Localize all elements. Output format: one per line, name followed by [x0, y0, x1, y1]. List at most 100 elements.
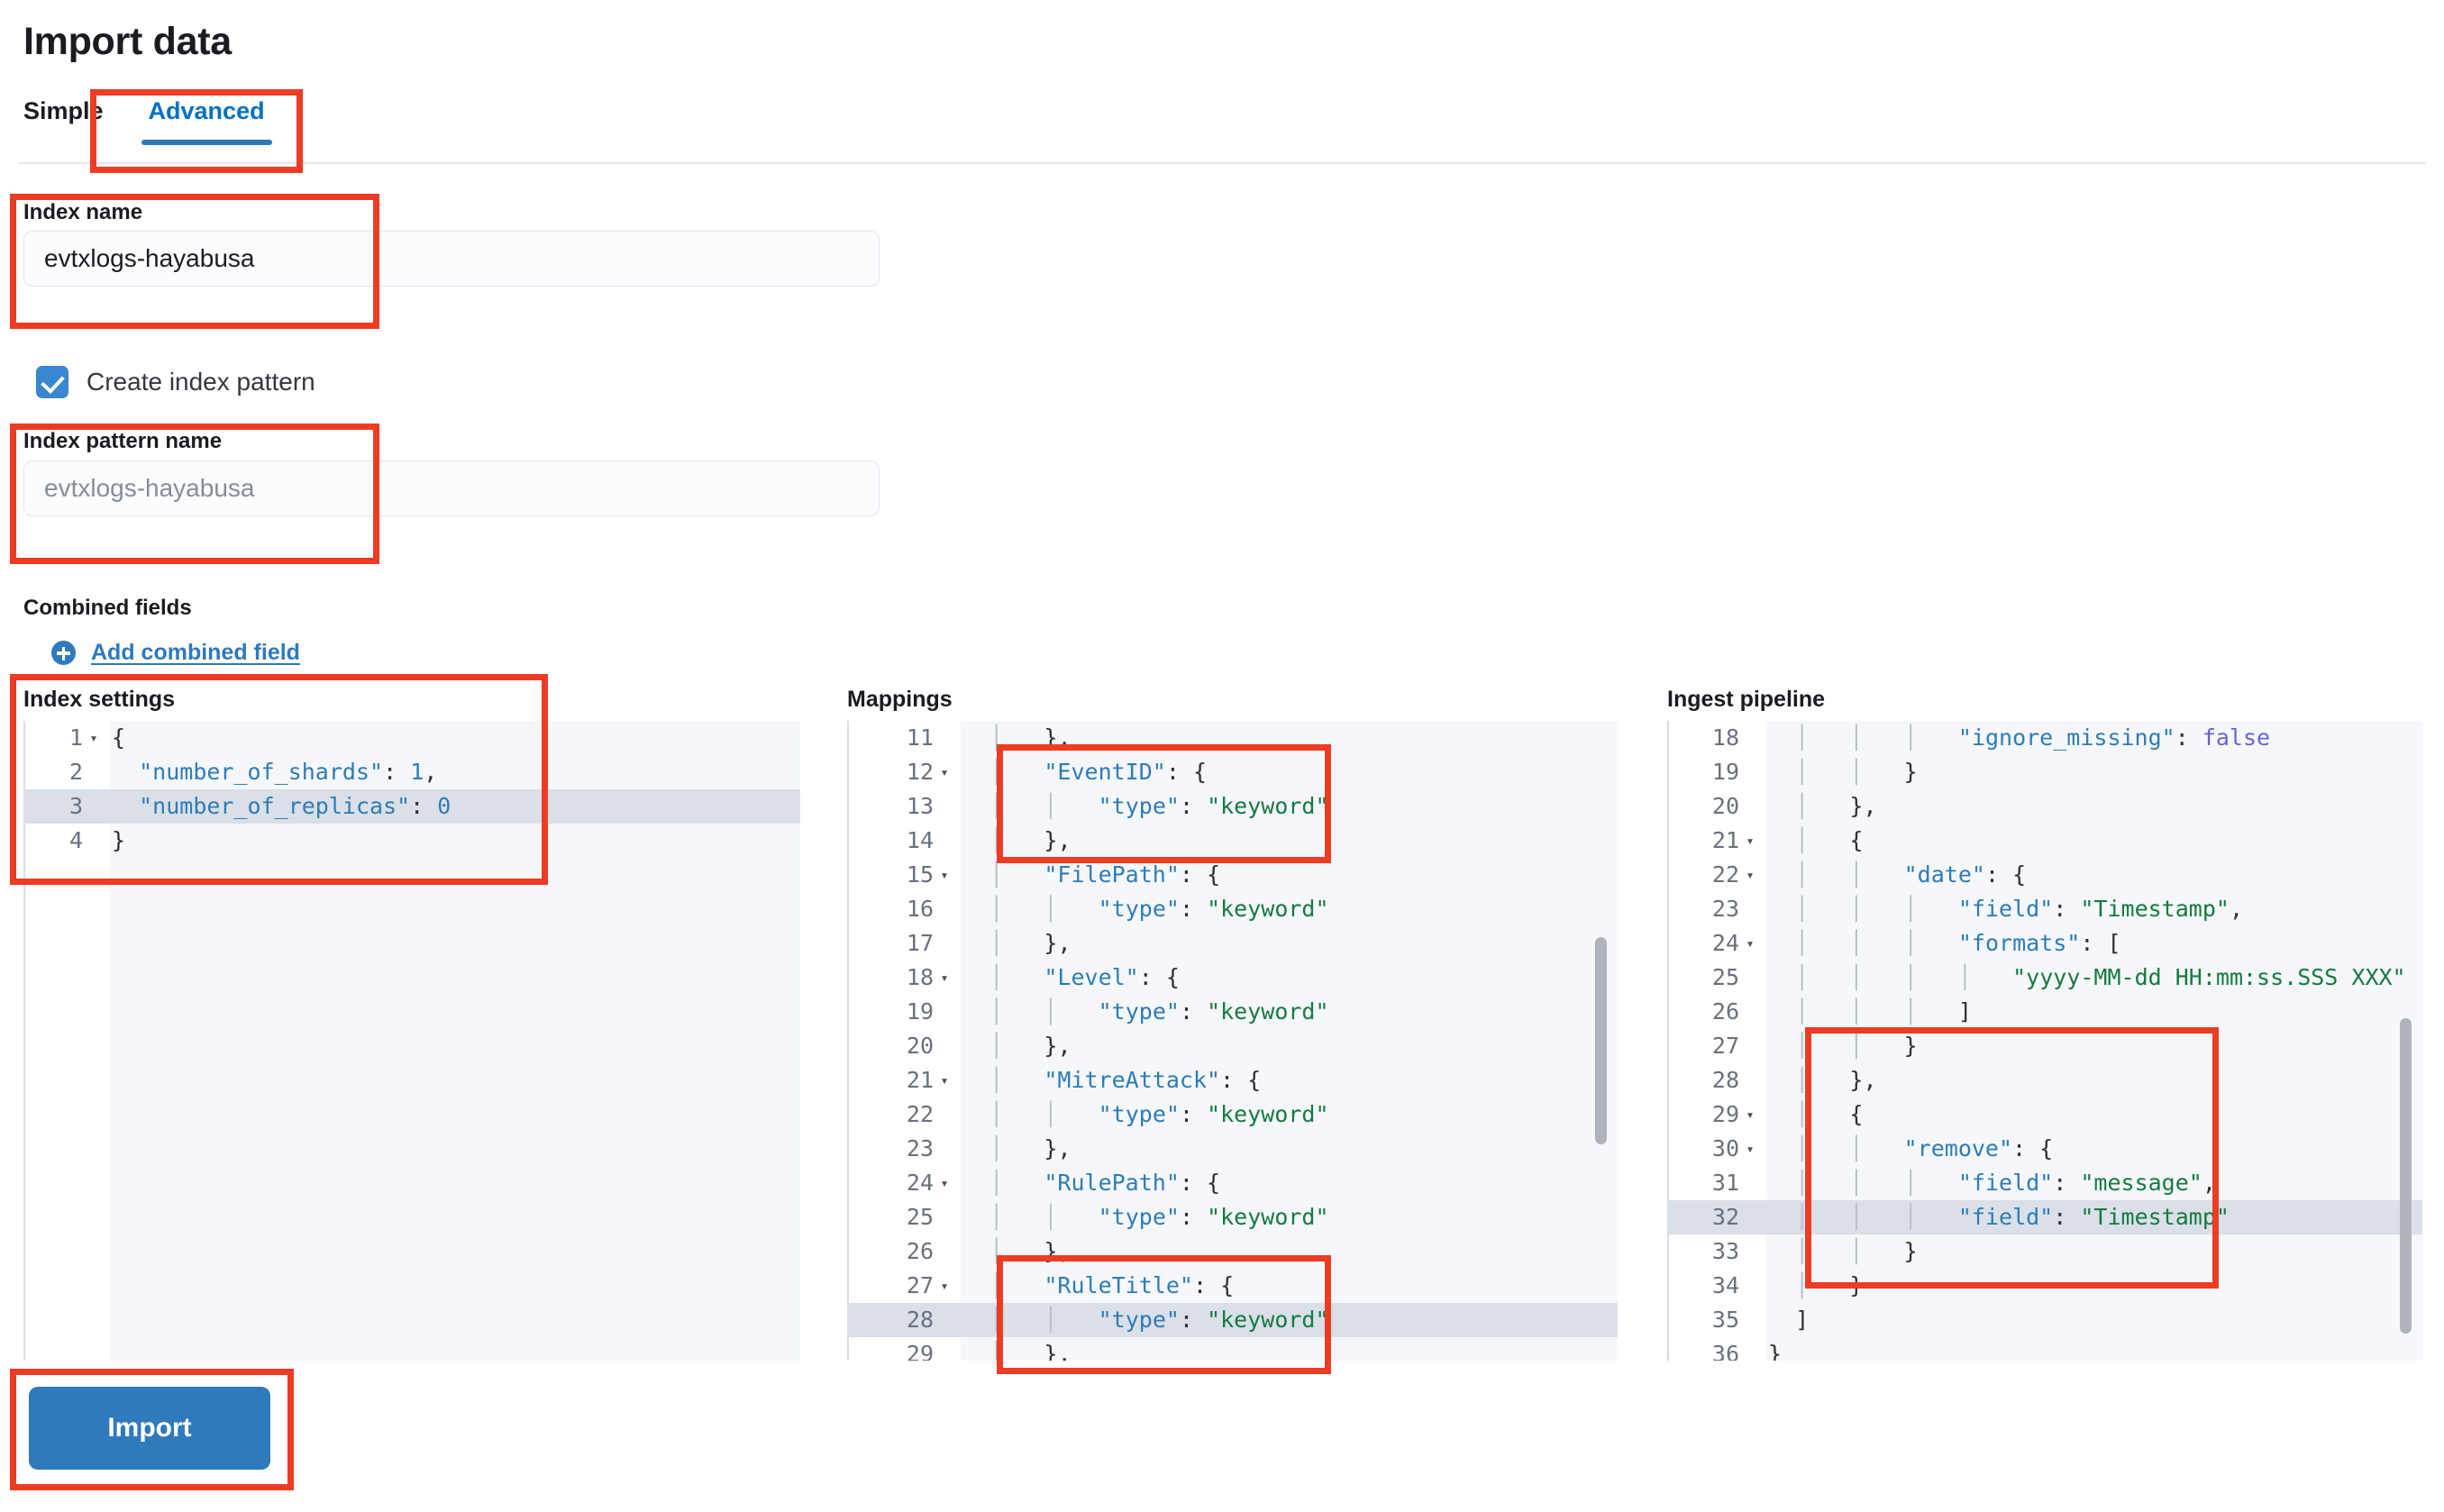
- code-line[interactable]: 14 │ },: [847, 824, 1618, 858]
- tab-divider: [18, 162, 2426, 164]
- code-line[interactable]: 15▾ │ "FilePath": {: [847, 858, 1618, 892]
- code-text: │ │ "remove": {: [1795, 1135, 2054, 1161]
- code-line[interactable]: 24▾ │ │ │ "formats": [: [1667, 926, 2422, 961]
- code-line[interactable]: 11 │ },: [847, 721, 1618, 755]
- code-line[interactable]: 25 │ │ │ │ "yyyy-MM-dd HH:mm:ss.SSS XXX": [1667, 961, 2422, 995]
- line-number: 16: [906, 896, 934, 922]
- code-line[interactable]: 26 │ },: [847, 1234, 1618, 1269]
- line-number: 25: [906, 1204, 934, 1230]
- code-line[interactable]: 18▾ │ "Level": {: [847, 961, 1618, 995]
- index-pattern-name-input[interactable]: evtxlogs-hayabusa: [23, 460, 880, 516]
- code-line[interactable]: 34 │ }: [1667, 1269, 2422, 1303]
- line-number: 32: [1711, 1204, 1739, 1230]
- code-line[interactable]: 31 │ │ │ "field": "message",: [1667, 1166, 2422, 1200]
- fold-toggle-icon[interactable]: ▾: [940, 1175, 949, 1191]
- editor-scrollbar[interactable]: [1595, 937, 1607, 1144]
- fold-toggle-icon[interactable]: ▾: [940, 1072, 949, 1088]
- index-pattern-name-label: Index pattern name: [23, 429, 223, 453]
- line-number: 34: [1711, 1272, 1739, 1298]
- line-number: 22: [1711, 861, 1739, 888]
- code-text: │ │ }: [1795, 1238, 1918, 1264]
- code-text: "number_of_shards": 1,: [139, 759, 438, 785]
- code-text: │ "Level": {: [989, 964, 1180, 990]
- code-line[interactable]: 22 │ │ "type": "keyword": [847, 1098, 1618, 1132]
- code-line[interactable]: 13 │ │ "type": "keyword": [847, 789, 1618, 824]
- page-title: Import data: [23, 20, 232, 63]
- create-index-pattern-row[interactable]: Create index pattern: [36, 366, 315, 398]
- code-line[interactable]: 29 │ },: [847, 1337, 1618, 1361]
- code-line[interactable]: 23 │ │ │ "field": "Timestamp",: [1667, 892, 2422, 926]
- code-line[interactable]: 22▾ │ │ "date": {: [1667, 858, 2422, 892]
- code-line[interactable]: 19 │ │ }: [1667, 755, 2422, 789]
- create-index-pattern-checkbox[interactable]: [36, 366, 68, 398]
- line-number: 28: [906, 1307, 934, 1333]
- code-text: │ },: [989, 724, 1072, 751]
- code-line[interactable]: 3 "number_of_replicas": 0: [23, 789, 800, 824]
- fold-toggle-icon[interactable]: ▾: [1746, 867, 1755, 883]
- code-line[interactable]: 32 │ │ │ "field": "Timestamp": [1667, 1200, 2422, 1234]
- code-text: │ │ "type": "keyword": [989, 1307, 1329, 1333]
- code-line[interactable]: 33 │ │ }: [1667, 1234, 2422, 1269]
- code-line[interactable]: 4}: [23, 824, 800, 858]
- code-line[interactable]: 2 "number_of_shards": 1,: [23, 755, 800, 789]
- mappings-editor[interactable]: 11 │ },12▾ │ "EventID": {13 │ │ "type": …: [847, 721, 1618, 1361]
- tab-advanced[interactable]: Advanced: [123, 97, 290, 145]
- line-number: 21: [1711, 827, 1739, 853]
- code-line[interactable]: 23 │ },: [847, 1132, 1618, 1166]
- code-line[interactable]: 21▾ │ "MitreAttack": {: [847, 1063, 1618, 1098]
- import-button[interactable]: Import: [29, 1387, 270, 1470]
- code-line[interactable]: 26 │ │ │ ]: [1667, 995, 2422, 1029]
- line-number: 33: [1711, 1238, 1739, 1264]
- code-text: {: [112, 724, 126, 751]
- code-line[interactable]: 20 │ },: [1667, 789, 2422, 824]
- code-line[interactable]: 24▾ │ "RulePath": {: [847, 1166, 1618, 1200]
- add-combined-field-button[interactable]: Add combined field: [51, 640, 300, 666]
- line-number: 22: [906, 1101, 934, 1127]
- fold-toggle-icon[interactable]: ▾: [1746, 935, 1755, 952]
- code-line[interactable]: 25 │ │ "type": "keyword": [847, 1200, 1618, 1234]
- index-name-input[interactable]: evtxlogs-hayabusa: [23, 231, 880, 287]
- code-line[interactable]: 20 │ },: [847, 1029, 1618, 1063]
- fold-toggle-icon[interactable]: ▾: [1746, 1141, 1755, 1157]
- code-line[interactable]: 19 │ │ "type": "keyword": [847, 995, 1618, 1029]
- line-number: 29: [906, 1341, 934, 1361]
- code-line[interactable]: 36}: [1667, 1337, 2422, 1361]
- code-text: │ }: [1795, 1272, 1864, 1298]
- create-index-pattern-label: Create index pattern: [87, 368, 315, 396]
- fold-toggle-icon[interactable]: ▾: [89, 730, 98, 746]
- code-line[interactable]: 35 ]: [1667, 1303, 2422, 1337]
- code-line[interactable]: 27 │ │ }: [1667, 1029, 2422, 1063]
- code-text: │ │ }: [1795, 1033, 1918, 1059]
- code-line[interactable]: 18 │ │ │ "ignore_missing": false: [1667, 721, 2422, 755]
- fold-toggle-icon[interactable]: ▾: [940, 867, 949, 883]
- code-text: │ │ │ "field": "Timestamp",: [1795, 896, 2243, 922]
- line-number: 17: [906, 930, 934, 956]
- editor-scrollbar[interactable]: [2400, 1018, 2412, 1334]
- fold-toggle-icon[interactable]: ▾: [940, 764, 949, 780]
- code-line[interactable]: 28 │ },: [1667, 1063, 2422, 1098]
- code-line[interactable]: 17 │ },: [847, 926, 1618, 961]
- code-text: │ │ "type": "keyword": [989, 998, 1329, 1025]
- code-line[interactable]: 27▾ │ "RuleTitle": {: [847, 1269, 1618, 1303]
- fold-toggle-icon[interactable]: ▾: [940, 970, 949, 986]
- tab-simple[interactable]: Simple: [23, 97, 104, 124]
- line-number: 24: [1711, 930, 1739, 956]
- code-text: │ │ │ ]: [1795, 998, 1972, 1025]
- code-text: │ "EventID": {: [989, 759, 1208, 785]
- code-text: │ │ "type": "keyword": [989, 1204, 1329, 1230]
- code-line[interactable]: 21▾ │ {: [1667, 824, 2422, 858]
- fold-toggle-icon[interactable]: ▾: [1746, 1107, 1755, 1123]
- code-line[interactable]: 29▾ │ {: [1667, 1098, 2422, 1132]
- code-line[interactable]: 16 │ │ "type": "keyword": [847, 892, 1618, 926]
- fold-toggle-icon[interactable]: ▾: [940, 1278, 949, 1294]
- fold-toggle-icon[interactable]: ▾: [1746, 833, 1755, 849]
- line-number: 19: [906, 998, 934, 1025]
- code-line[interactable]: 12▾ │ "EventID": {: [847, 755, 1618, 789]
- code-line[interactable]: 1▾{: [23, 721, 800, 755]
- index-settings-title: Index settings: [23, 687, 176, 712]
- index-settings-editor[interactable]: 1▾{2 "number_of_shards": 1,3 "number_of_…: [23, 721, 800, 1361]
- code-line[interactable]: 30▾ │ │ "remove": {: [1667, 1132, 2422, 1166]
- code-line[interactable]: 28 │ │ "type": "keyword": [847, 1303, 1618, 1337]
- code-text: │ │ │ "field": "Timestamp": [1795, 1204, 2230, 1230]
